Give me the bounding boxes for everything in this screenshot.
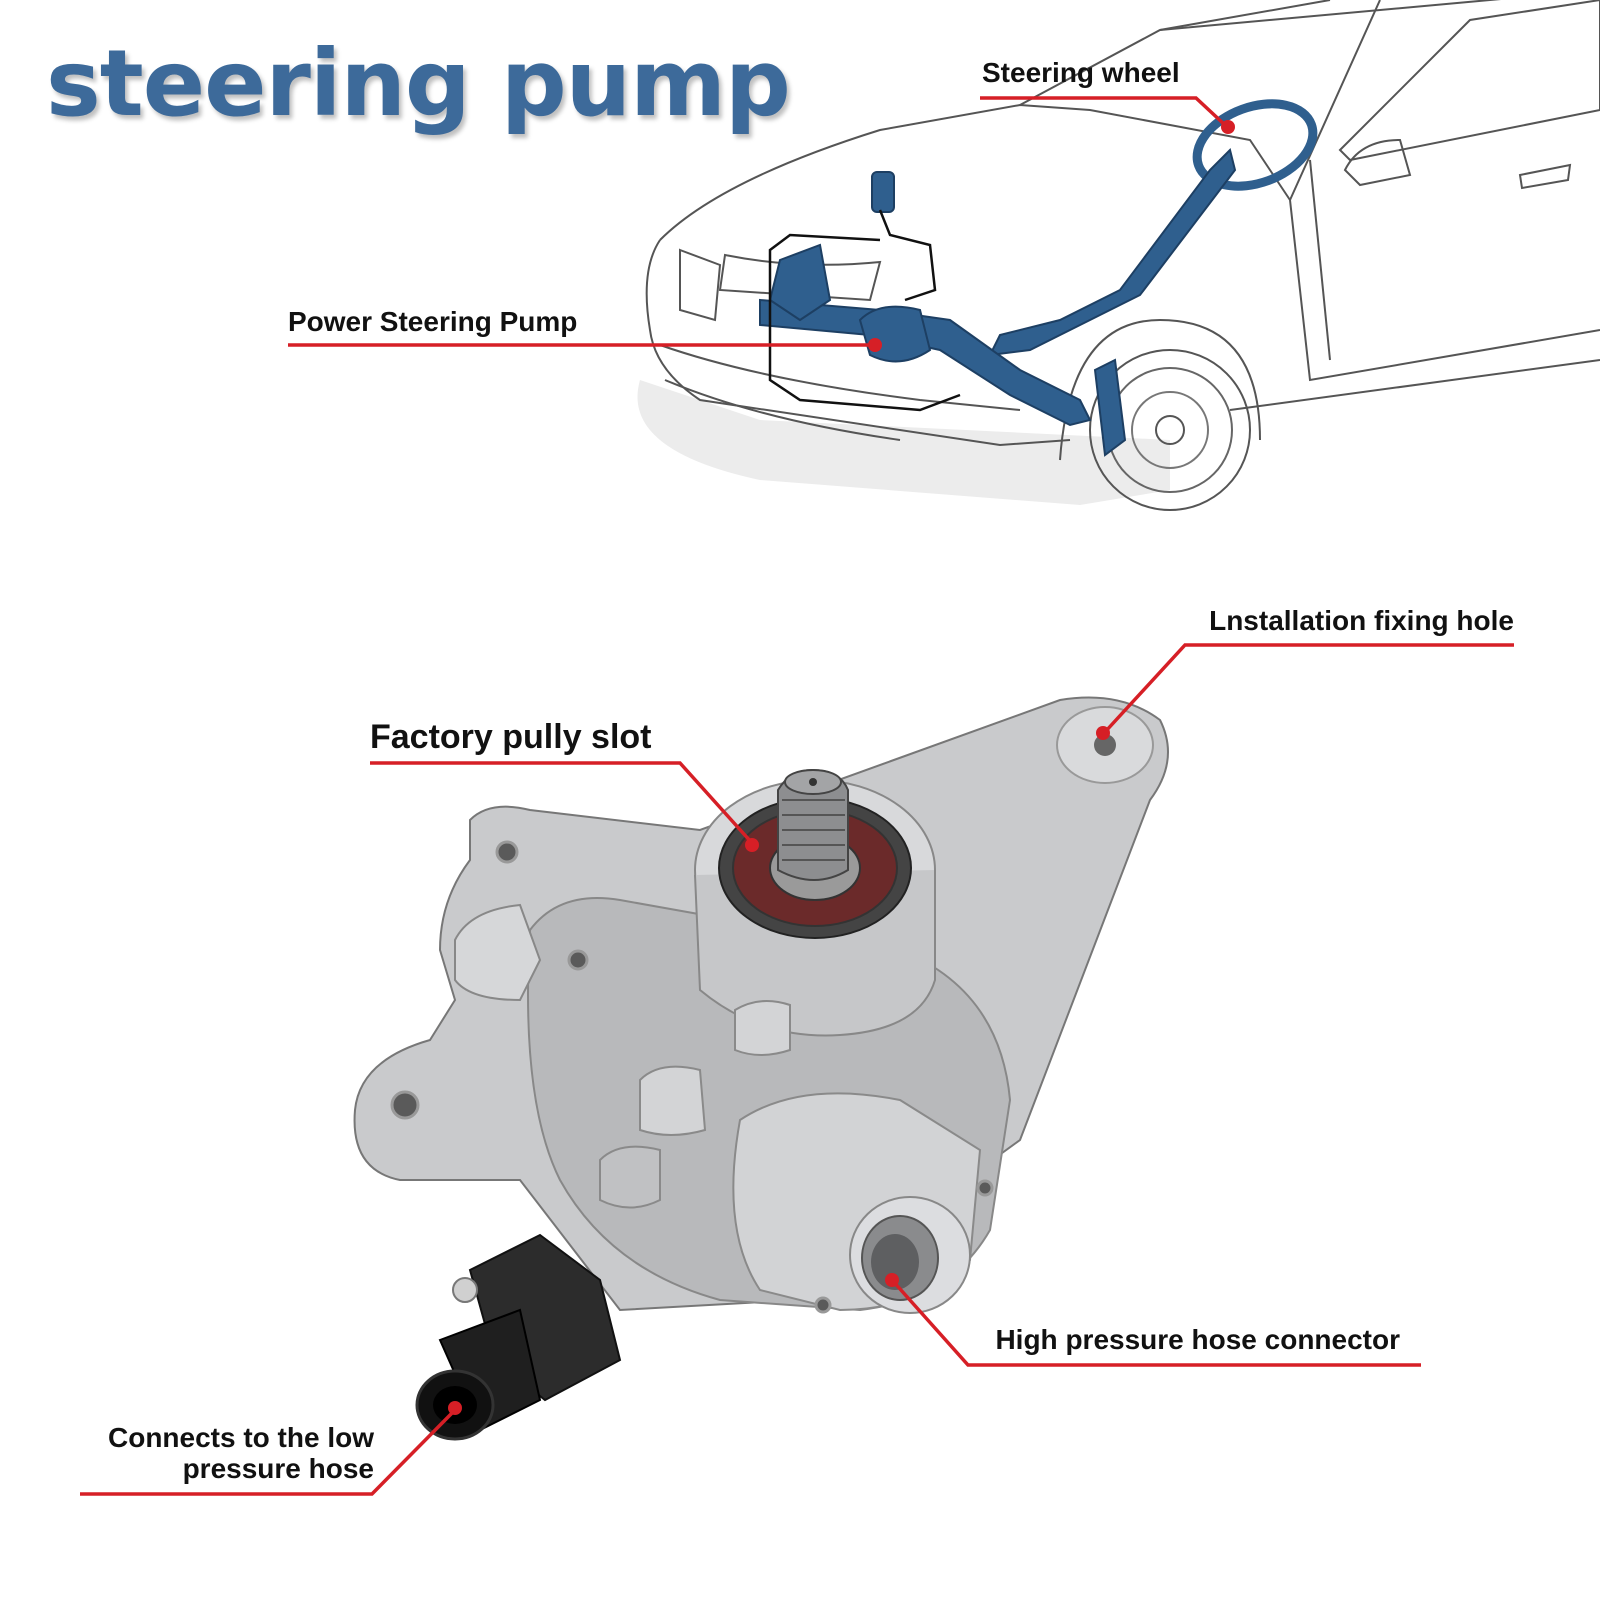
car-door-handle bbox=[1518, 163, 1572, 190]
leader-steering-wheel bbox=[980, 96, 1227, 127]
leader-lines bbox=[80, 96, 1514, 1496]
dot-low-pressure bbox=[448, 1401, 462, 1415]
car-a-pillar bbox=[1289, 0, 1381, 201]
pump-cluster-shape bbox=[768, 243, 832, 322]
dot-high-pressure bbox=[885, 1273, 899, 1287]
car-side-body bbox=[1289, 199, 1600, 382]
leader-installation-hole bbox=[1103, 643, 1514, 734]
callout-high-pressure-hose-connector: High pressure hose connector bbox=[995, 1324, 1400, 1355]
car-wheel-arch bbox=[1059, 318, 1261, 461]
car-door-line bbox=[1309, 159, 1331, 361]
callout-low-pressure-line-1: Connects to the low bbox=[108, 1422, 374, 1453]
callout-power-steering-pump: Power Steering Pump bbox=[288, 306, 578, 337]
knuckle-shape bbox=[1093, 358, 1127, 457]
car-hub bbox=[1155, 415, 1185, 445]
car-illustration bbox=[637, 0, 1600, 511]
reservoir-shape bbox=[871, 171, 895, 213]
connector-bolt bbox=[452, 1277, 478, 1303]
leader-low-pressure bbox=[80, 1408, 457, 1496]
callout-factory-pully-slot: Factory pully slot bbox=[370, 718, 652, 756]
steering-rack-shape bbox=[759, 298, 1092, 427]
pump-shaft-threads bbox=[782, 799, 845, 861]
steering-wheel-shape bbox=[1192, 99, 1318, 191]
hose-lines bbox=[768, 209, 961, 412]
pressure-hose-line bbox=[768, 233, 961, 412]
dot-steering-wheel bbox=[1221, 120, 1235, 134]
car-fog-line bbox=[664, 379, 901, 441]
mounting-hole-left bbox=[390, 1090, 420, 1120]
mounting-hole-face-1 bbox=[976, 1179, 994, 1197]
leader-high-pressure bbox=[890, 1278, 1421, 1367]
pump-rib-1 bbox=[639, 1065, 707, 1136]
pump-body-shape bbox=[858, 305, 932, 363]
car-grille bbox=[679, 248, 722, 322]
dot-power-pump bbox=[868, 338, 882, 352]
car-roof-line bbox=[1159, 0, 1502, 31]
high-pressure-port-inner bbox=[871, 1234, 919, 1290]
car-lower-bumper bbox=[659, 344, 1021, 411]
leader-dots bbox=[448, 120, 1235, 1415]
page-title: steering pump bbox=[46, 30, 791, 137]
car-front-bumper bbox=[645, 239, 1071, 447]
car-mirror bbox=[1343, 138, 1412, 187]
leader-pully-slot bbox=[370, 761, 754, 845]
car-side-window bbox=[1338, 0, 1600, 162]
car-windshield bbox=[1019, 0, 1331, 106]
pump-shaft-center bbox=[809, 778, 817, 786]
pump-rib-3 bbox=[599, 1145, 661, 1209]
callout-steering-wheel: Steering wheel bbox=[982, 57, 1180, 88]
pump-side-boss bbox=[454, 903, 542, 1002]
dot-installation-hole bbox=[1096, 726, 1110, 740]
steering-column-shape bbox=[988, 148, 1237, 357]
car-shadow bbox=[637, 380, 1170, 505]
car-rocker bbox=[1229, 359, 1600, 411]
callout-low-pressure-line-2: pressure hose bbox=[182, 1453, 374, 1484]
return-hose-line bbox=[878, 209, 937, 302]
mounting-hole-face-2 bbox=[814, 1296, 832, 1314]
callout-installation-fixing-hole: Lnstallation fixing hole bbox=[1209, 605, 1514, 636]
dot-pully-slot bbox=[745, 838, 759, 852]
car-hood bbox=[659, 103, 1291, 241]
steering-system-highlight bbox=[759, 99, 1318, 457]
pump-rib-2 bbox=[734, 1000, 791, 1056]
top-hole-bore bbox=[1094, 734, 1116, 756]
car-brake-disc bbox=[1131, 391, 1209, 469]
mounting-hole-top-left bbox=[495, 840, 519, 864]
mounting-hole-mid bbox=[567, 949, 589, 971]
car-tire bbox=[1089, 349, 1251, 511]
callout-low-pressure-hose: Connects to the low pressure hose bbox=[108, 1422, 374, 1484]
